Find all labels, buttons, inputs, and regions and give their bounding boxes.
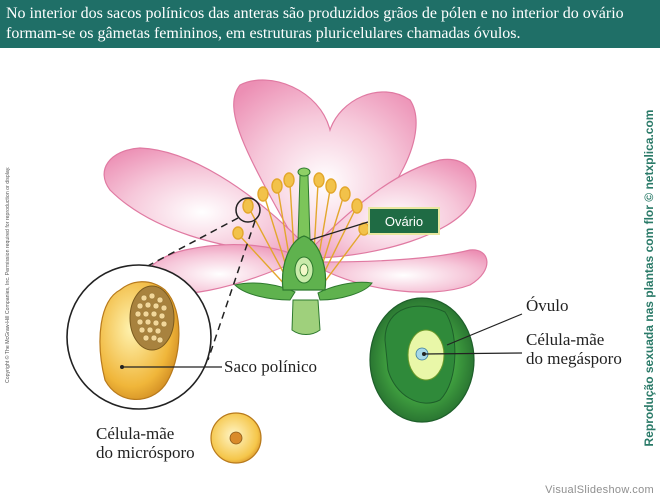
celula-mae-megasporo-label: Célula-mãe do megásporo (526, 330, 622, 368)
stigma (298, 168, 310, 176)
header-banner: No interior dos sacos polínicos das ante… (0, 0, 660, 48)
celula-mae-microsporo-label: Célula-mãe do micrósporo (96, 424, 195, 462)
side-credit-text: Reprodução sexuada nas plantas com flor … (642, 63, 656, 493)
saco-polinico-label: Saco polínico (224, 357, 317, 376)
stem (292, 300, 320, 335)
header-text: No interior dos sacos polínicos das ante… (6, 4, 654, 44)
microsporo-cell (211, 413, 261, 463)
ovule-zoom (370, 298, 522, 422)
ovario-label-box: Ovário (368, 207, 440, 235)
copyright-text: Copyright © The McGraw-Hill Companies, I… (5, 103, 11, 383)
ovario-label: Ovário (370, 214, 438, 229)
ovulo-label: Óvulo (526, 296, 569, 315)
watermark-text: VisualSlideshow.com (545, 484, 654, 496)
style (298, 175, 310, 240)
sepal-right (318, 282, 372, 300)
